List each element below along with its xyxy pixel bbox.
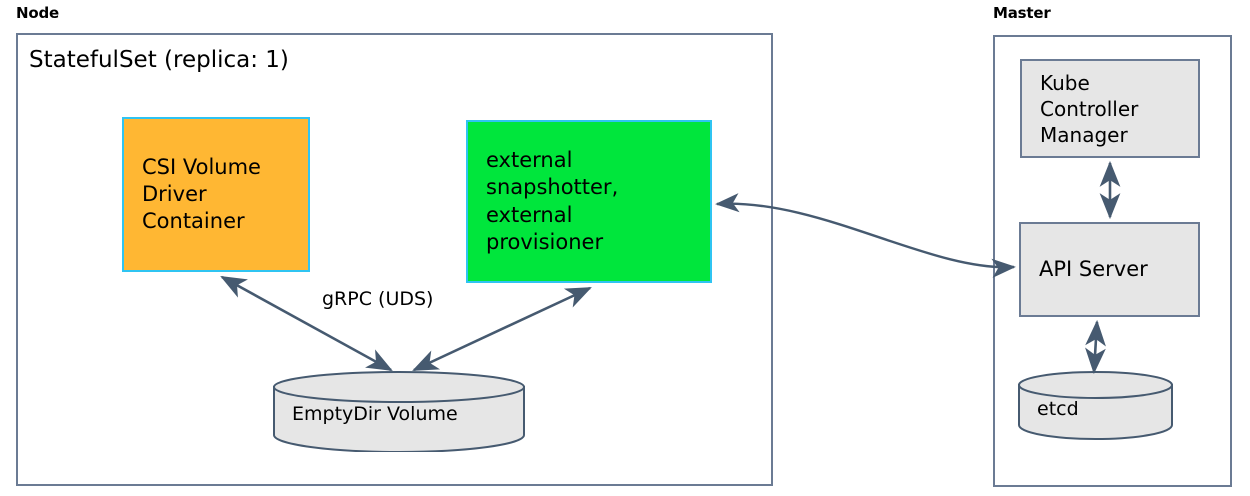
csi-volume-driver-container-box[interactable]: CSI Volume Driver Container <box>122 117 310 272</box>
emptydir-volume-cylinder[interactable] <box>272 370 526 453</box>
etcd-label: etcd <box>1037 398 1079 420</box>
master-group-label: Master <box>993 4 1051 22</box>
csi-volume-driver-container-label: CSI Volume Driver Container <box>142 154 261 234</box>
kube-controller-manager-label: Kube Controller Manager <box>1040 70 1139 147</box>
external-sidecars-box[interactable]: external snapshotter, external provision… <box>466 120 712 283</box>
kube-controller-manager-box[interactable]: Kube Controller Manager <box>1020 59 1200 158</box>
external-sidecars-label: external snapshotter, external provision… <box>486 147 619 254</box>
emptydir-volume-label: EmptyDir Volume <box>292 403 458 425</box>
emptydir-volume-shape <box>273 371 525 453</box>
statefulset-title: StatefulSet (replica: 1) <box>29 47 289 73</box>
node-group-label: Node <box>16 4 59 22</box>
api-server-box[interactable]: API Server <box>1019 222 1200 317</box>
api-server-label: API Server <box>1039 256 1148 281</box>
grpc-uds-edge-label: gRPC (UDS) <box>322 288 434 310</box>
